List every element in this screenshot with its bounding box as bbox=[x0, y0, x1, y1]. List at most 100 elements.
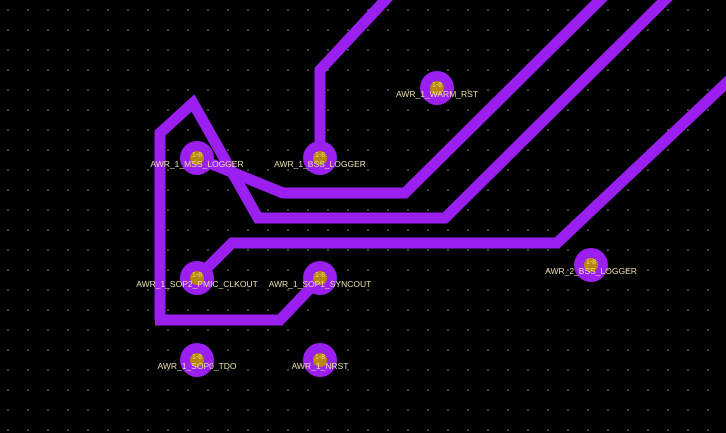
grid-dot bbox=[667, 189, 669, 191]
trace-syncout[interactable] bbox=[155, 274, 324, 326]
grid-dot bbox=[667, 109, 669, 111]
grid-dot bbox=[587, 109, 589, 111]
grid-dot bbox=[687, 389, 689, 391]
grid-dot bbox=[407, 369, 409, 371]
grid-dot bbox=[227, 149, 229, 151]
grid-dot bbox=[667, 49, 669, 51]
grid-dot bbox=[187, 409, 189, 411]
grid-dot bbox=[307, 409, 309, 411]
grid-dot bbox=[347, 69, 349, 71]
grid-dot bbox=[267, 309, 269, 311]
grid-dot bbox=[587, 409, 589, 411]
grid-dot bbox=[387, 269, 389, 271]
drill-hole bbox=[313, 271, 327, 285]
grid-dot bbox=[687, 29, 689, 31]
grid-dot bbox=[407, 289, 409, 291]
grid-dot bbox=[427, 189, 429, 191]
pad-net-label: AWR_1_MSS_LOGGER bbox=[150, 159, 243, 169]
grid-dot bbox=[67, 189, 69, 191]
grid-dot bbox=[447, 129, 449, 131]
grid-dot bbox=[27, 149, 29, 151]
grid-dot bbox=[467, 329, 469, 331]
grid-dot bbox=[447, 269, 449, 271]
grid-dot bbox=[387, 429, 389, 431]
grid-dot bbox=[167, 29, 169, 31]
grid-dot bbox=[427, 9, 429, 11]
grid-dot bbox=[287, 9, 289, 11]
grid-dot bbox=[487, 349, 489, 351]
grid-dot bbox=[487, 269, 489, 271]
grid-dot bbox=[367, 369, 369, 371]
grid-dot bbox=[587, 429, 589, 431]
grid-dot bbox=[647, 249, 649, 251]
grid-dot bbox=[707, 189, 709, 191]
grid-dot bbox=[287, 329, 289, 331]
grid-dot bbox=[307, 49, 309, 51]
grid-dot bbox=[367, 429, 369, 431]
grid-dot bbox=[647, 309, 649, 311]
grid-dot bbox=[187, 29, 189, 31]
grid-dot bbox=[47, 49, 49, 51]
grid-dot bbox=[667, 89, 669, 91]
trace-loop[interactable] bbox=[154, 0, 673, 320]
grid-dot bbox=[307, 9, 309, 11]
grid-dot bbox=[607, 329, 609, 331]
grid-dot bbox=[147, 429, 149, 431]
grid-dot bbox=[547, 89, 549, 91]
grid-dot bbox=[367, 209, 369, 211]
grid-dot bbox=[67, 229, 69, 231]
drill-hole bbox=[430, 81, 444, 95]
grid-dot bbox=[447, 349, 449, 351]
grid-dot bbox=[207, 389, 209, 391]
grid-dot bbox=[607, 129, 609, 131]
grid-dot bbox=[547, 269, 549, 271]
grid-dot bbox=[467, 89, 469, 91]
grid-dot bbox=[47, 149, 49, 151]
grid-dot bbox=[667, 149, 669, 151]
grid-dot bbox=[7, 289, 9, 291]
grid-dot bbox=[87, 229, 89, 231]
grid-dot bbox=[567, 69, 569, 71]
grid-dot bbox=[607, 229, 609, 231]
grid-dot bbox=[567, 209, 569, 211]
grid-dot bbox=[507, 329, 509, 331]
grid-dot bbox=[127, 69, 129, 71]
grid-dot bbox=[667, 349, 669, 351]
trace-bss-logger[interactable] bbox=[314, 0, 393, 158]
grid-dot bbox=[667, 69, 669, 71]
grid-dot bbox=[647, 109, 649, 111]
grid-dot bbox=[247, 169, 249, 171]
grid-dot bbox=[487, 69, 489, 71]
grid-dot bbox=[427, 109, 429, 111]
grid-dot bbox=[707, 69, 709, 71]
grid-dot bbox=[67, 89, 69, 91]
grid-dot bbox=[547, 389, 549, 391]
grid-dot bbox=[247, 409, 249, 411]
grid-dot bbox=[47, 389, 49, 391]
grid-dot bbox=[707, 149, 709, 151]
grid-dot bbox=[287, 409, 289, 411]
grid-dot bbox=[127, 269, 129, 271]
grid-dot bbox=[347, 29, 349, 31]
trace-pmic-clkout[interactable] bbox=[193, 70, 726, 282]
grid-dot bbox=[227, 429, 229, 431]
grid-dot bbox=[187, 389, 189, 391]
grid-dot bbox=[687, 89, 689, 91]
grid-dot bbox=[447, 429, 449, 431]
grid-dot bbox=[487, 429, 489, 431]
grid-dot bbox=[167, 169, 169, 171]
grid-dot bbox=[647, 69, 649, 71]
grid-dot bbox=[587, 389, 589, 391]
grid-dot bbox=[7, 429, 9, 431]
grid-dot bbox=[187, 69, 189, 71]
grid-dot bbox=[407, 149, 409, 151]
